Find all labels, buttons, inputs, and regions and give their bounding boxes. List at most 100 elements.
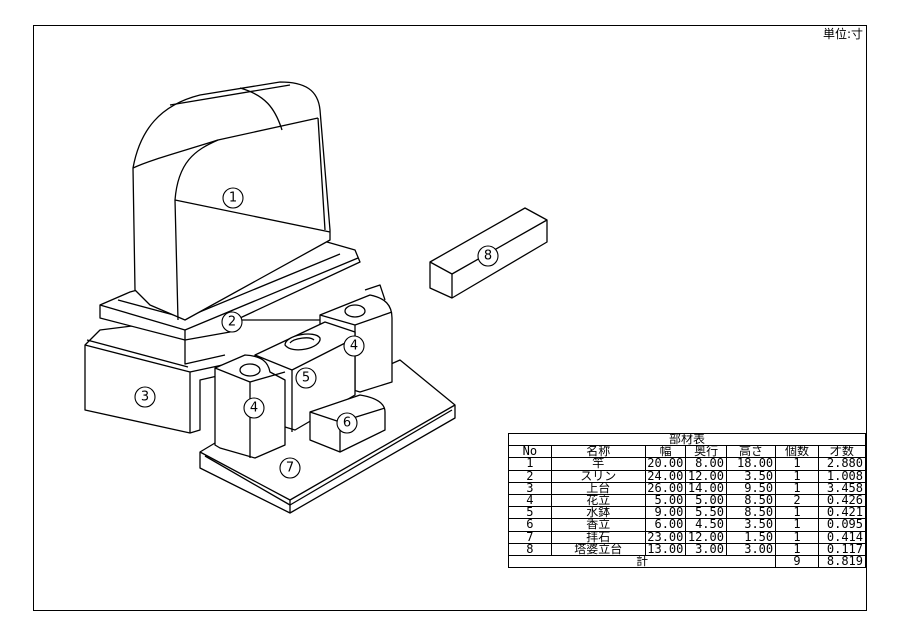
table-cell: 6 xyxy=(508,518,552,532)
table-cell: 0.117 xyxy=(817,542,867,556)
unit-label: 単位:寸 xyxy=(822,27,863,41)
svg-text:7: 7 xyxy=(286,461,294,476)
table-cell: 1 xyxy=(508,457,552,471)
table-cell: 3.50 xyxy=(725,518,777,532)
callout-3: 3 xyxy=(134,386,156,408)
table-cell: 0.426 xyxy=(817,493,867,508)
table-cell: 1 xyxy=(775,542,819,556)
table-header-row: No 名称 幅 奥行 高さ 個数 才数 xyxy=(508,445,867,459)
total-count: 9 xyxy=(775,554,819,569)
header-volume: 才数 xyxy=(817,445,867,459)
drawing-frame xyxy=(33,25,867,611)
table-cell: 14.00 xyxy=(685,481,727,495)
table-cell: 26.00 xyxy=(644,481,687,495)
table-cell: 5.50 xyxy=(685,506,727,520)
table-cell: 3.00 xyxy=(685,542,727,556)
header-width: 幅 xyxy=(644,445,687,459)
table-cell: 塔婆立台 xyxy=(550,542,646,556)
header-no: No xyxy=(508,445,552,459)
table-total-row: 計 9 8.819 xyxy=(507,554,867,569)
table-cell: 9.50 xyxy=(725,481,777,495)
table-cell: 9.00 xyxy=(644,506,687,520)
svg-text:6: 6 xyxy=(343,416,351,431)
table-cell: 4 xyxy=(508,493,552,508)
table-cell: 6.00 xyxy=(644,518,687,532)
svg-text:4: 4 xyxy=(350,339,358,354)
callout-7: 7 xyxy=(279,457,301,479)
table-cell: 12.00 xyxy=(685,530,727,544)
callout-5: 5 xyxy=(295,367,317,389)
total-value: 8.819 xyxy=(817,554,867,569)
callout-4-right: 4 xyxy=(343,335,365,357)
table-cell: 2.880 xyxy=(817,457,867,471)
svg-text:3: 3 xyxy=(141,390,149,405)
table-cell: 23.00 xyxy=(644,530,687,544)
svg-text:5: 5 xyxy=(302,371,310,386)
svg-text:8: 8 xyxy=(484,249,492,264)
table-cell: 0.414 xyxy=(817,530,867,544)
table-cell: 3 xyxy=(508,481,552,495)
table-cell: 2 xyxy=(508,469,552,483)
svg-text:4: 4 xyxy=(250,401,258,416)
table-cell: 4.50 xyxy=(685,518,727,532)
table-cell: 3.00 xyxy=(725,542,777,556)
table-cell: 拝石 xyxy=(550,530,646,544)
callout-6: 6 xyxy=(336,412,358,434)
table-cell: 0.421 xyxy=(817,506,867,520)
svg-text:2: 2 xyxy=(228,315,236,330)
table-cell: 1 xyxy=(775,457,819,471)
table-cell: 5.00 xyxy=(644,493,687,508)
table-cell: 1.50 xyxy=(725,530,777,544)
table-cell: 8.00 xyxy=(685,457,727,471)
table-cell: 3.458 xyxy=(817,481,867,495)
table-cell: 18.00 xyxy=(725,457,777,471)
svg-text:1: 1 xyxy=(229,191,237,206)
table-cell: 5.00 xyxy=(685,493,727,508)
table-cell: 1 xyxy=(775,518,819,532)
table-cell: 13.00 xyxy=(644,542,687,556)
table-cell: 8.50 xyxy=(725,506,777,520)
header-name: 名称 xyxy=(550,445,646,459)
header-count: 個数 xyxy=(775,445,819,459)
table-cell: 1 xyxy=(775,530,819,544)
table-cell: 上台 xyxy=(550,481,646,495)
table-cell: 20.00 xyxy=(644,457,687,471)
table-cell: 香立 xyxy=(550,518,646,532)
header-height: 高さ xyxy=(725,445,777,459)
table-cell: 3.50 xyxy=(725,469,777,483)
table-cell: 5 xyxy=(508,506,552,520)
table-cell: 1.008 xyxy=(817,469,867,483)
table-cell: 竿 xyxy=(550,457,646,471)
table-title: 部材表 xyxy=(508,432,866,447)
table-cell: 1 xyxy=(775,481,819,495)
callout-4-front: 4 xyxy=(243,397,265,419)
total-label: 計 xyxy=(507,554,777,569)
table-cell: 1 xyxy=(775,469,819,483)
table-cell: スリン xyxy=(550,469,646,483)
header-depth: 奥行 xyxy=(685,445,727,459)
callout-2: 2 xyxy=(221,311,243,333)
table-cell: 花立 xyxy=(550,493,646,508)
table-title-row: 部材表 xyxy=(508,432,866,447)
table-cell: 2 xyxy=(775,493,819,508)
callout-8: 8 xyxy=(477,245,499,267)
table-cell: 8.50 xyxy=(725,493,777,508)
table-cell: 8 xyxy=(508,542,552,556)
table-cell: 0.095 xyxy=(817,518,867,532)
callout-1: 1 xyxy=(222,187,244,209)
table-cell: 7 xyxy=(508,530,552,544)
table-cell: 24.00 xyxy=(644,469,687,483)
table-cell: 水鉢 xyxy=(550,506,646,520)
table-cell: 12.00 xyxy=(685,469,727,483)
